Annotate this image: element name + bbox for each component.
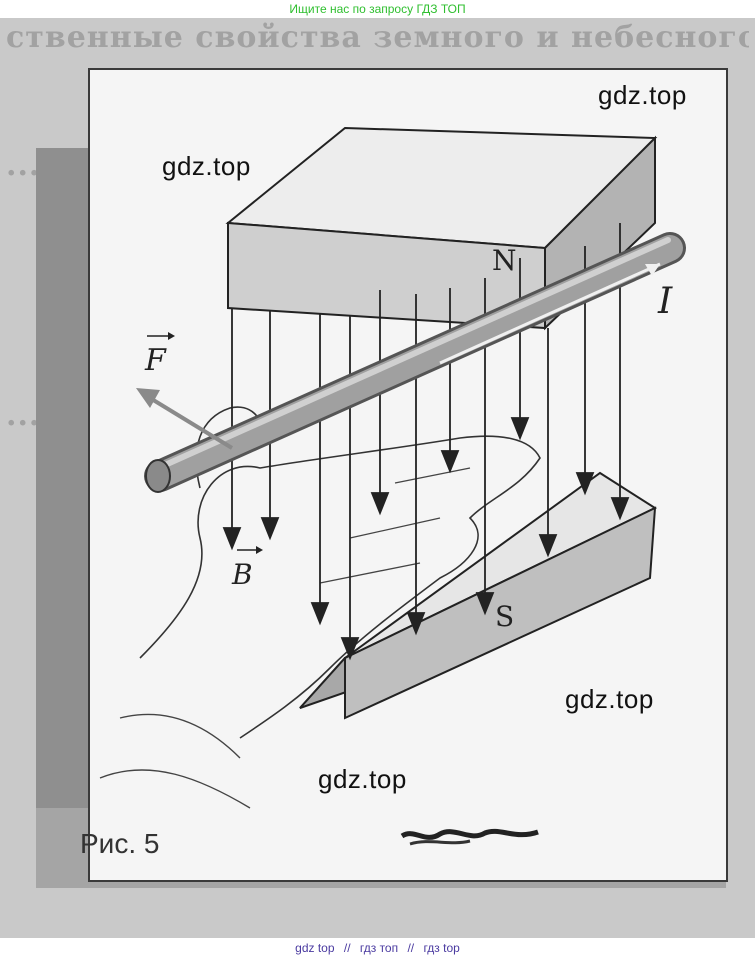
left-hand-rule-figure: N S I F B	[99, 126, 686, 809]
south-magnet-face	[344, 506, 657, 720]
footer-link[interactable]: gdz top	[295, 941, 335, 955]
north-pole-label: N	[492, 244, 517, 277]
finger-lines	[319, 467, 471, 584]
south-pole-label: S	[495, 600, 514, 633]
sleeve-outline	[99, 713, 251, 809]
field-label: B	[231, 546, 263, 591]
figure-caption: Рис. 5	[80, 828, 160, 859]
watermark: gdz.top	[162, 151, 251, 181]
field-lines	[222, 223, 630, 661]
scanned-page: ственные свойства земного и небесного ..…	[0, 18, 755, 938]
force-arrowhead	[136, 388, 160, 408]
footer-link[interactable]: гдз top	[423, 941, 460, 955]
watermark: gdz.top	[318, 764, 407, 794]
watermark: gdz.top	[598, 80, 687, 110]
bleed-through-text: ственные свойства земного и небесного ..	[6, 20, 749, 55]
force-label: F	[144, 332, 175, 378]
footer-separator: //	[343, 941, 351, 955]
field-label-text: B	[231, 558, 253, 591]
current-arrow	[439, 262, 661, 365]
footer-link[interactable]: гдз топ	[359, 941, 399, 955]
force-label-text: F	[144, 343, 167, 378]
ink-smudge	[400, 828, 539, 846]
conductor-rod	[144, 232, 686, 493]
footer-separator: //	[407, 941, 415, 955]
hand-outline	[139, 435, 541, 739]
current-arrowhead	[645, 264, 660, 276]
watermark: gdz.top	[565, 684, 654, 714]
footer-links: gdz top // гдз топ // гдз top	[0, 938, 755, 959]
current-label: I	[657, 281, 673, 322]
force-arrow	[148, 396, 234, 450]
top-banner[interactable]: Ищите нас по запросу ГДЗ ТОП	[289, 2, 466, 16]
